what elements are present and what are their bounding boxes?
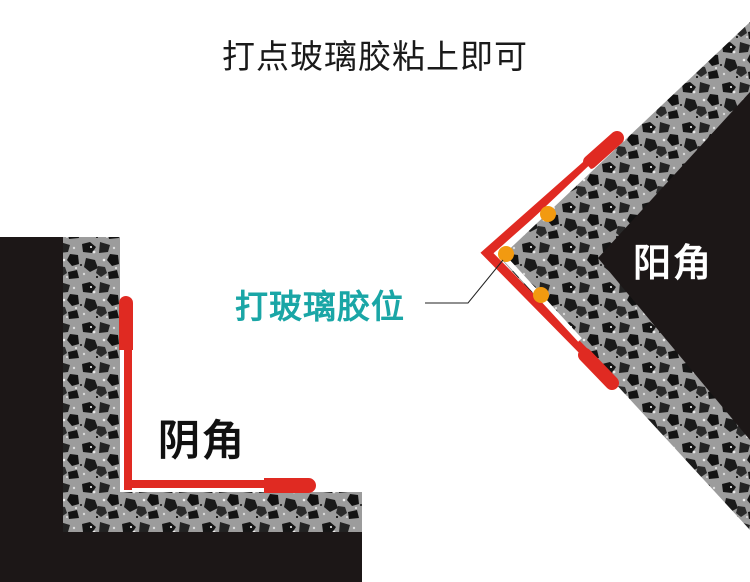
inside-corner-wall — [0, 237, 362, 582]
outside-corner-wall — [598, 92, 750, 440]
callout-leader-line — [425, 259, 504, 304]
glue-position-callout: 打玻璃胶位 — [235, 287, 405, 326]
glue-dots — [498, 206, 556, 303]
glue-dot — [498, 246, 514, 262]
glue-dot — [533, 287, 549, 303]
page-title: 打点玻璃胶粘上即可 — [222, 37, 528, 76]
glue-dot — [540, 206, 556, 222]
inside-corner-label: 阴角 — [158, 416, 247, 465]
inside-corner-tile — [63, 237, 362, 532]
inside-corner-trim — [119, 296, 316, 493]
outside-corner-label: 阳角 — [633, 241, 714, 285]
